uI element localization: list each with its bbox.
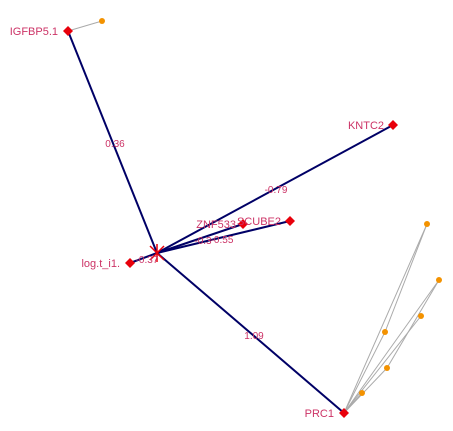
edge-logt — [129, 252, 158, 264]
edge-igfbp5 — [67, 30, 158, 254]
leaf-node — [424, 221, 430, 227]
leaf-node — [436, 277, 442, 283]
edge-weight-prc1: 1.09 — [244, 331, 264, 342]
gene-node-kntc2 — [388, 120, 398, 130]
edge-weight-igfbp5: 0.36 — [105, 139, 125, 150]
gene-label-scube2: SCUBE2 — [237, 216, 281, 228]
leaf-node — [418, 313, 424, 319]
leaf-node — [382, 329, 388, 335]
edge-prc1 — [156, 252, 345, 414]
gene-node-prc1 — [339, 408, 349, 418]
gene-label-kntc2: KNTC2 — [348, 120, 384, 132]
edge-scube2 — [156, 220, 291, 254]
hub-marker-icon — [149, 244, 165, 262]
leaf-edge — [386, 279, 440, 369]
edge-weight-kntc2: -0.79 — [265, 185, 288, 196]
gene-label-igfbp5: IGFBP5.1 — [10, 26, 58, 38]
gene-label-logt: log.t_i1. — [81, 258, 120, 270]
leaf-edge — [343, 279, 440, 414]
gene-node-logt — [125, 258, 135, 268]
edge-weight-logt: -0.37 — [136, 255, 159, 266]
edge-znf533 — [156, 223, 244, 254]
leaf-node — [99, 18, 105, 24]
leaf-edge — [343, 223, 428, 414]
leaf-node — [359, 390, 365, 396]
leaf-edge — [384, 223, 428, 333]
leaf-edge — [67, 20, 103, 32]
leaf-edge — [343, 331, 386, 414]
gene-node-igfbp5 — [63, 26, 73, 36]
gene-label-prc1: PRC1 — [305, 408, 334, 420]
edge-weight-znf533: -0.3 — [194, 236, 212, 247]
gene-node-scube2 — [285, 216, 295, 226]
leaf-node — [384, 365, 390, 371]
gene-node-znf533 — [238, 219, 248, 229]
edge-kntc2 — [156, 124, 394, 254]
leaf-edge — [343, 392, 363, 414]
edge-weight-scube2: -0.55 — [211, 235, 234, 246]
gene-label-znf533: ZNF533 — [196, 219, 236, 231]
